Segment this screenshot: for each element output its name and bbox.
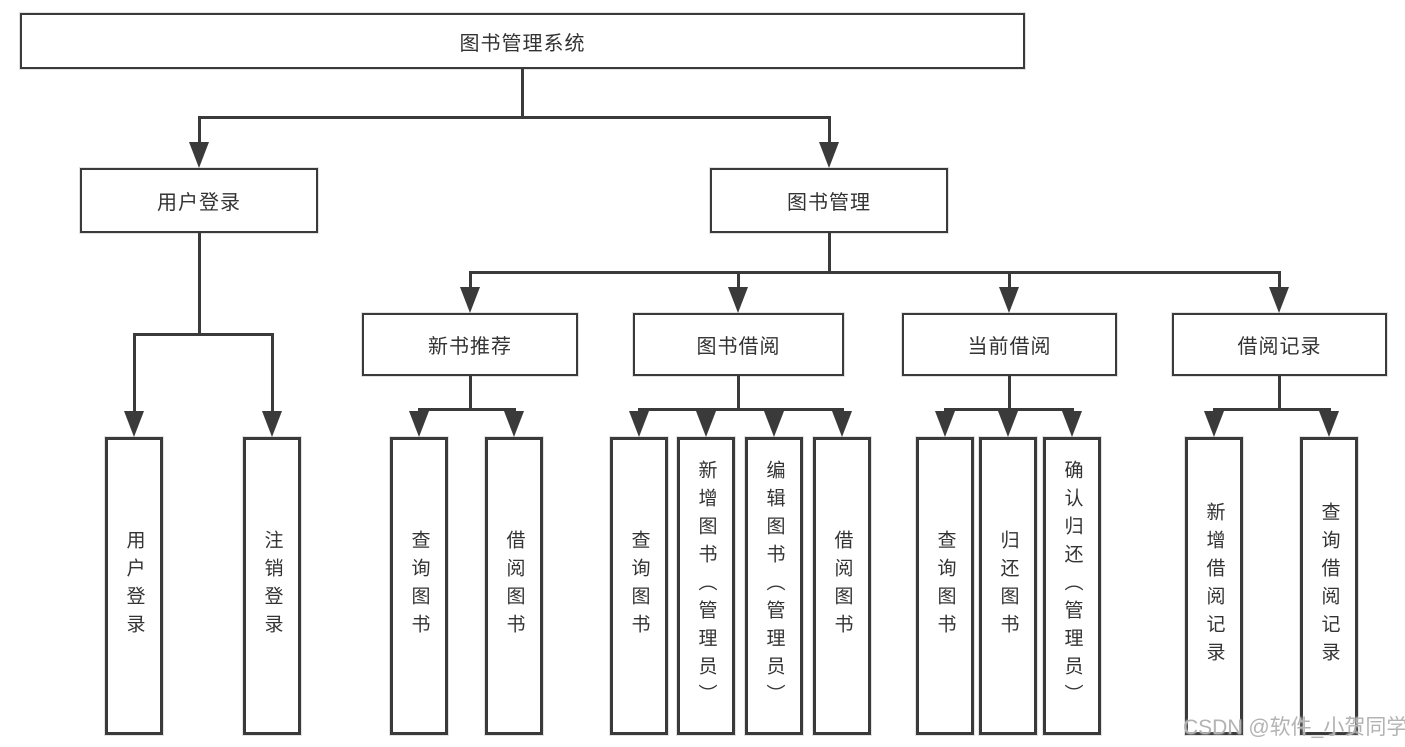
connector-line bbox=[198, 233, 201, 336]
arrowhead-down bbox=[460, 287, 480, 313]
leaf-add-books-admin-label: 新增图书（管理员） bbox=[695, 460, 717, 712]
arrowhead-down bbox=[262, 411, 282, 437]
connector-line bbox=[133, 333, 136, 415]
leaf-edit-books-admin-label: 编辑图书（管理员） bbox=[763, 460, 785, 712]
leaf-logout-label: 注销登录 bbox=[261, 530, 283, 642]
leaf-recommend-query-books-label: 查询图书 bbox=[408, 530, 430, 642]
node-book-borrowing: 图书借阅 bbox=[633, 313, 844, 376]
leaf-borrowing-query-books: 查询图书 bbox=[610, 437, 668, 735]
leaf-recommend-borrow-books-label: 借阅图书 bbox=[503, 530, 525, 642]
arrowhead-down bbox=[999, 287, 1019, 313]
connector-line bbox=[198, 116, 831, 119]
leaf-add-borrow-record-label: 新增借阅记录 bbox=[1203, 502, 1225, 670]
leaf-query-borrow-record: 查询借阅记录 bbox=[1300, 437, 1358, 735]
leaf-borrowing-borrow-books: 借阅图书 bbox=[813, 437, 871, 735]
connector-line bbox=[638, 408, 844, 411]
connector-line bbox=[828, 116, 831, 148]
connector-line bbox=[1213, 408, 1331, 411]
connector-line bbox=[521, 69, 524, 119]
connector-line bbox=[469, 271, 1281, 274]
connector-line bbox=[737, 376, 740, 411]
leaf-recommend-borrow-books: 借阅图书 bbox=[485, 437, 543, 735]
leaf-return-books: 归还图书 bbox=[979, 437, 1037, 735]
arrowhead-down bbox=[1062, 411, 1082, 437]
arrowhead-down bbox=[504, 411, 524, 437]
leaf-return-books-label: 归还图书 bbox=[997, 530, 1019, 642]
leaf-edit-books-admin: 编辑图书（管理员） bbox=[745, 437, 803, 735]
connector-line bbox=[198, 116, 201, 148]
connector-line bbox=[1278, 271, 1281, 293]
arrowhead-down bbox=[819, 142, 839, 168]
arrowhead-down bbox=[1204, 411, 1224, 437]
leaf-borrowing-query-books-label: 查询图书 bbox=[628, 530, 650, 642]
connector-line bbox=[1278, 376, 1281, 411]
arrowhead-down bbox=[629, 411, 649, 437]
node-book-management: 图书管理 bbox=[710, 168, 948, 233]
leaf-add-borrow-record: 新增借阅记录 bbox=[1185, 437, 1243, 735]
node-user-login: 用户登录 bbox=[80, 168, 318, 233]
connector-line bbox=[1008, 271, 1011, 293]
connector-line bbox=[828, 233, 831, 274]
arrowhead-down bbox=[935, 411, 955, 437]
arrowhead-down bbox=[124, 411, 144, 437]
arrowhead-down bbox=[696, 411, 716, 437]
connector-line bbox=[418, 408, 516, 411]
leaf-current-query-books-label: 查询图书 bbox=[934, 530, 956, 642]
connector-line bbox=[1008, 376, 1011, 411]
arrowhead-down bbox=[409, 411, 429, 437]
leaf-borrowing-borrow-books-label: 借阅图书 bbox=[831, 530, 853, 642]
connector-line bbox=[469, 271, 472, 293]
leaf-user-login: 用户登录 bbox=[105, 437, 163, 735]
arrowhead-down bbox=[1319, 411, 1339, 437]
leaf-user-login-label: 用户登录 bbox=[123, 530, 145, 642]
leaf-confirm-return-admin-label: 确认归还（管理员） bbox=[1061, 460, 1083, 712]
arrowhead-down bbox=[764, 411, 784, 437]
arrowhead-down bbox=[189, 142, 209, 168]
connector-line bbox=[737, 271, 740, 293]
connector-line bbox=[271, 333, 274, 415]
connector-line bbox=[133, 333, 274, 336]
leaf-recommend-query-books: 查询图书 bbox=[390, 437, 448, 735]
arrowhead-down bbox=[998, 411, 1018, 437]
leaf-confirm-return-admin: 确认归还（管理员） bbox=[1043, 437, 1101, 735]
leaf-query-borrow-record-label: 查询借阅记录 bbox=[1318, 502, 1340, 670]
node-borrowing-records: 借阅记录 bbox=[1172, 313, 1387, 376]
node-current-borrowing: 当前借阅 bbox=[902, 313, 1117, 376]
leaf-logout: 注销登录 bbox=[243, 437, 301, 735]
connector-line bbox=[469, 376, 472, 411]
arrowhead-down bbox=[1269, 287, 1289, 313]
arrowhead-down bbox=[832, 411, 852, 437]
csdn-watermark: CSDN @软件_小贺同学 bbox=[1183, 716, 1405, 739]
node-library-management-system: 图书管理系统 bbox=[20, 13, 1025, 69]
arrowhead-down bbox=[728, 287, 748, 313]
leaf-add-books-admin: 新增图书（管理员） bbox=[677, 437, 735, 735]
leaf-current-query-books: 查询图书 bbox=[916, 437, 974, 735]
node-new-book-recommendation: 新书推荐 bbox=[362, 313, 578, 376]
